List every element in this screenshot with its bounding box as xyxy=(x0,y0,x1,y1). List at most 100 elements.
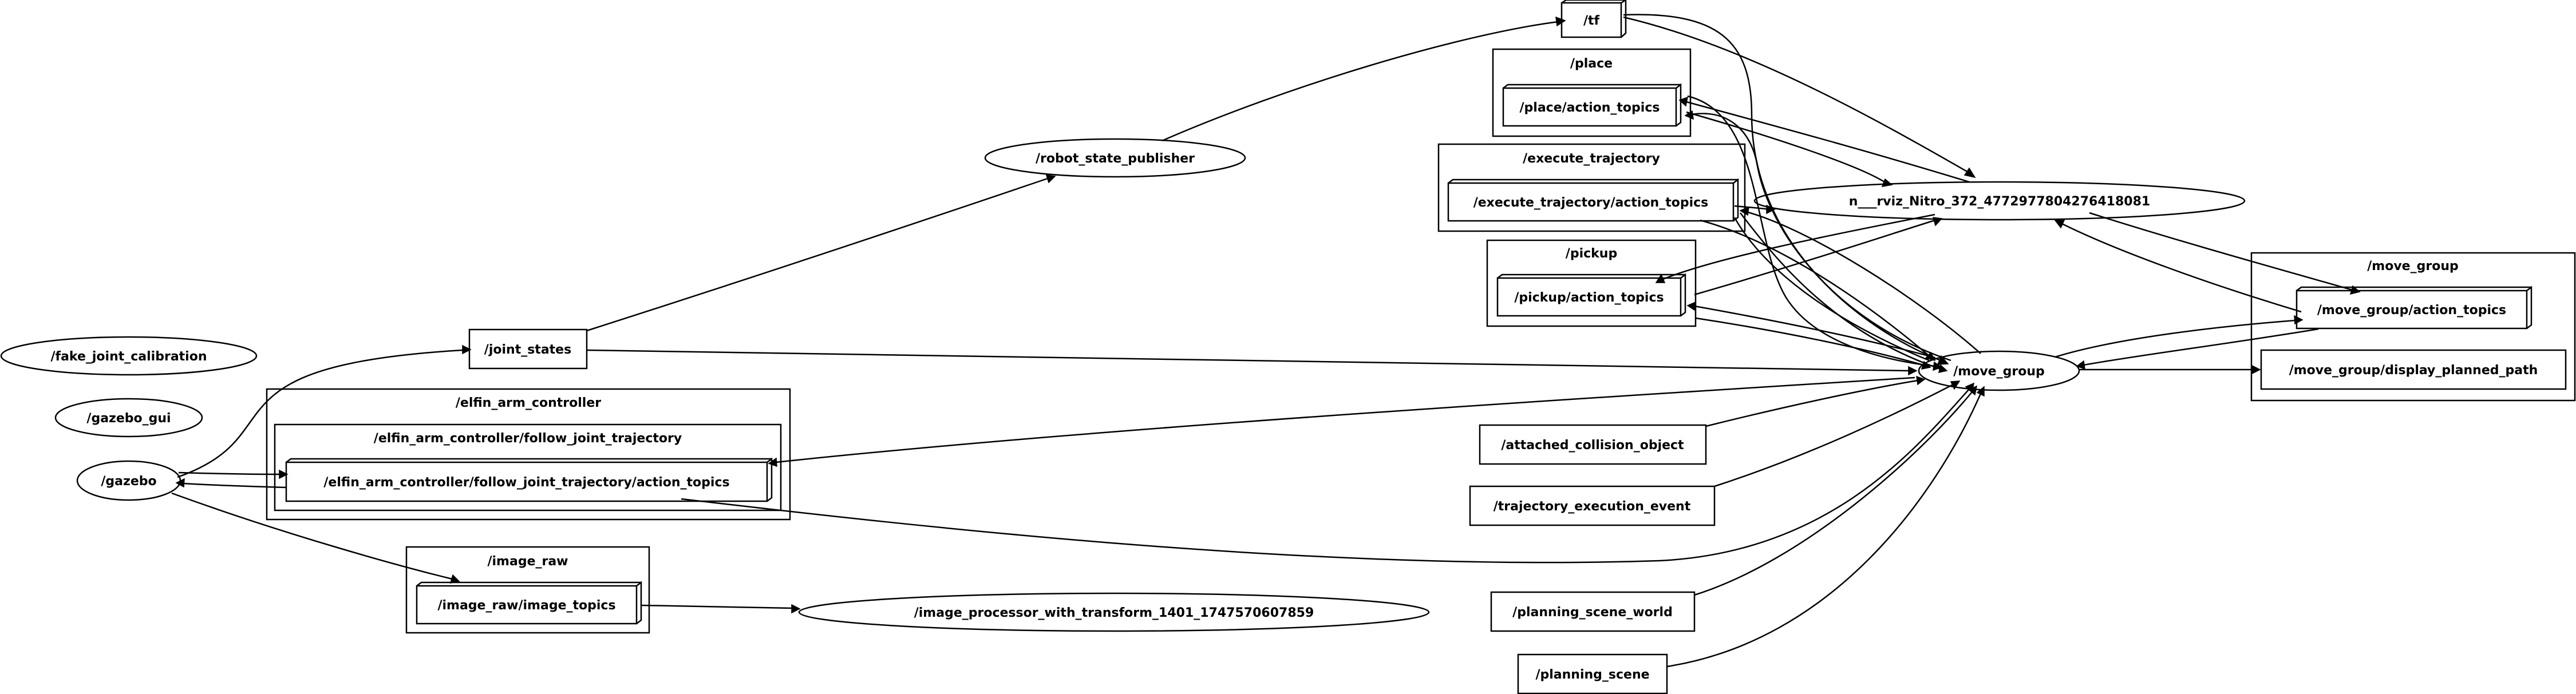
edge-follow-to-gazebo xyxy=(183,482,287,489)
topic-planning-scene-label: /planning_scene xyxy=(1535,668,1649,682)
topic-attached-collision-object[interactable]: /attached_collision_object xyxy=(1479,424,1707,465)
arrowhead xyxy=(1684,110,1694,120)
edge-execute-to-move-group-2 xyxy=(1700,219,1930,356)
cluster-pickup: /pickup xyxy=(1486,239,1697,327)
arrowhead xyxy=(1976,386,1985,397)
topic-follow-action-topics[interactable]: /elfin_arm_controller/follow_joint_traje… xyxy=(285,457,773,502)
topic-display-planned-path[interactable]: /move_group/display_planned_path xyxy=(2260,349,2567,390)
node-gazebo-gui[interactable]: /gazebo_gui xyxy=(54,398,203,438)
edge-rsp-to-tf xyxy=(1161,21,1559,142)
edge-gazebo-to-image-topics xyxy=(171,492,453,580)
topic-execute-action-topics[interactable]: /execute_trajectory/action_topics xyxy=(1447,178,1739,222)
arrowhead xyxy=(1963,167,1976,179)
cluster-elfin-follow-joint-trajectory: /elfin_arm_controller/follow_joint_traje… xyxy=(274,423,782,511)
edge-rviz-to-mg-action xyxy=(2089,212,2353,291)
cluster-image-raw: /image_raw xyxy=(405,546,650,634)
topic-pickup-action-topics[interactable]: /pickup/action_topics xyxy=(1496,273,1686,317)
topic-planning-scene-world[interactable]: /planning_scene_world xyxy=(1490,591,1696,632)
cluster-elfin-follow-label: /elfin_arm_controller/follow_joint_traje… xyxy=(374,431,682,446)
arrowhead xyxy=(1967,385,1978,396)
cluster-image-raw-label: /image_raw xyxy=(487,554,568,569)
arrowhead xyxy=(462,344,472,355)
arrowhead xyxy=(791,604,801,614)
topic-execute-action-label: /execute_trajectory/action_topics xyxy=(1473,196,1709,210)
edge-gazebo-to-joint-states xyxy=(177,349,463,478)
arrowhead xyxy=(1916,375,1926,386)
arrowhead xyxy=(2294,315,2304,325)
edge-execute-to-move-group xyxy=(1740,212,1941,370)
edge-tf-to-rviz xyxy=(1623,16,1970,174)
node-image-processor-label: /image_processor_with_transform_1401_174… xyxy=(914,606,1314,620)
cluster-move-group: /move_group xyxy=(2250,252,2576,402)
topic-image-topics[interactable]: /image_raw/image_topics xyxy=(416,581,642,625)
topic-planning-scene[interactable]: /planning_scene xyxy=(1517,653,1668,694)
node-rviz-label: n___rviz_Nitro_372_4772977804276418081 xyxy=(1849,195,2150,209)
edge-place-to-rviz xyxy=(1686,111,1887,184)
node-gazebo[interactable]: /gazebo xyxy=(76,460,181,501)
arrowhead xyxy=(1908,366,1918,376)
arrowhead xyxy=(1686,301,1696,311)
cluster-place-label: /place xyxy=(1570,57,1613,71)
arrowhead xyxy=(768,457,777,467)
topic-planning-scene-world-label: /planning_scene_world xyxy=(1512,605,1673,620)
edge-ps-to-move-group xyxy=(1666,393,1982,668)
edge-gazebo-to-follow xyxy=(178,471,281,475)
node-fake-joint-calibration-label: /fake_joint_calibration xyxy=(50,350,207,364)
topic-trajectory-execution-event-label: /trajectory_execution_event xyxy=(1494,499,1691,514)
node-gazebo-label: /gazebo xyxy=(101,474,156,489)
topic-place-action-label: /place/action_topics xyxy=(1520,101,1660,115)
topic-trajectory-execution-event[interactable]: /trajectory_execution_event xyxy=(1469,485,1716,526)
topic-pickup-action-label: /pickup/action_topics xyxy=(1514,291,1664,305)
arrowhead xyxy=(1938,364,1948,373)
arrowhead xyxy=(1678,96,1688,107)
arrowhead xyxy=(1555,16,1566,27)
cluster-execute-trajectory-label: /execute_trajectory xyxy=(1523,152,1660,166)
edge-mg-action-to-move-group xyxy=(2083,328,2319,366)
node-robot-state-publisher[interactable]: /robot_state_publisher xyxy=(984,138,1246,178)
topic-place-action-topics[interactable]: /place/action_topics xyxy=(1502,83,1682,127)
cluster-elfin-arm-controller-label: /elfin_arm_controller xyxy=(456,396,601,410)
arrowhead xyxy=(1739,206,1749,216)
edge-rviz-to-place xyxy=(1686,101,1970,183)
arrowhead xyxy=(1045,175,1056,184)
topic-attached-collision-object-label: /attached_collision_object xyxy=(1501,438,1684,453)
node-image-processor[interactable]: /image_processor_with_transform_1401_174… xyxy=(798,592,1430,632)
edge-joint-states-to-rsp xyxy=(586,177,1048,332)
node-move-group-label: /move_group xyxy=(1953,364,2044,379)
node-rviz[interactable]: n___rviz_Nitro_372_4772977804276418081 xyxy=(1753,181,2246,221)
topic-joint-states[interactable]: /joint_states xyxy=(468,328,588,370)
edge-pickup-to-move-group xyxy=(1695,317,1924,366)
topic-move-group-action-label: /move_group/action_topics xyxy=(2317,303,2506,318)
arrowhead xyxy=(1881,178,1893,187)
edge-image-topics-to-processor xyxy=(641,604,793,609)
edge-move-group-to-follow xyxy=(775,376,1915,463)
arrowhead xyxy=(279,469,289,479)
arrowhead xyxy=(2251,364,2261,375)
edge-psw-to-move-group xyxy=(1694,391,1973,596)
edge-move-group-to-execute xyxy=(1745,211,1981,354)
node-fake-joint-calibration[interactable]: /fake_joint_calibration xyxy=(0,336,258,376)
edges xyxy=(171,14,2361,668)
cluster-move-group-label: /move_group xyxy=(2367,259,2458,273)
topic-tf-label: /tf xyxy=(1583,14,1600,28)
topic-display-planned-path-label: /move_group/display_planned_path xyxy=(2289,363,2538,378)
edge-rviz-to-pickup xyxy=(1662,213,1935,280)
arrowhead xyxy=(2054,220,2065,229)
cluster-pickup-label: /pickup xyxy=(1566,247,1617,261)
cluster-execute-trajectory: /execute_trajectory xyxy=(1437,143,1746,232)
topic-tf[interactable]: /tf xyxy=(1560,0,1627,38)
edge-follow-to-move-group xyxy=(681,388,1970,564)
topic-image-topics-label: /image_raw/image_topics xyxy=(437,598,615,613)
node-move-group[interactable]: /move_group xyxy=(1918,350,2080,391)
edge-attached-to-move-group xyxy=(1705,379,1918,427)
topic-joint-states-label: /joint_states xyxy=(484,343,571,357)
edge-tf-to-move-group xyxy=(1623,14,1941,362)
arrowhead xyxy=(2076,360,2085,370)
edge-mg-action-to-rviz xyxy=(2060,222,2302,313)
edge-traj-event-to-move-group xyxy=(1714,383,1954,487)
edge-joint-states-to-move-group xyxy=(586,349,1910,372)
topic-move-group-action-topics[interactable]: /move_group/action_topics xyxy=(2296,285,2532,330)
edge-move-group-to-mg-action xyxy=(2055,319,2296,358)
edge-move-group-to-place xyxy=(1691,113,1951,362)
cluster-elfin-arm-controller: /elfin_arm_controller xyxy=(266,388,791,521)
